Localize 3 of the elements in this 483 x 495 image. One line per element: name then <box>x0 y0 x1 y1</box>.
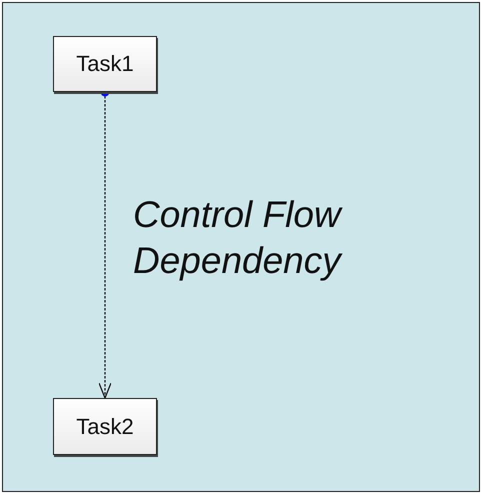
edge-label: Control Flow Dependency <box>133 193 344 283</box>
task-box: Task2 <box>53 398 157 455</box>
task-box: Task1 <box>53 36 157 92</box>
